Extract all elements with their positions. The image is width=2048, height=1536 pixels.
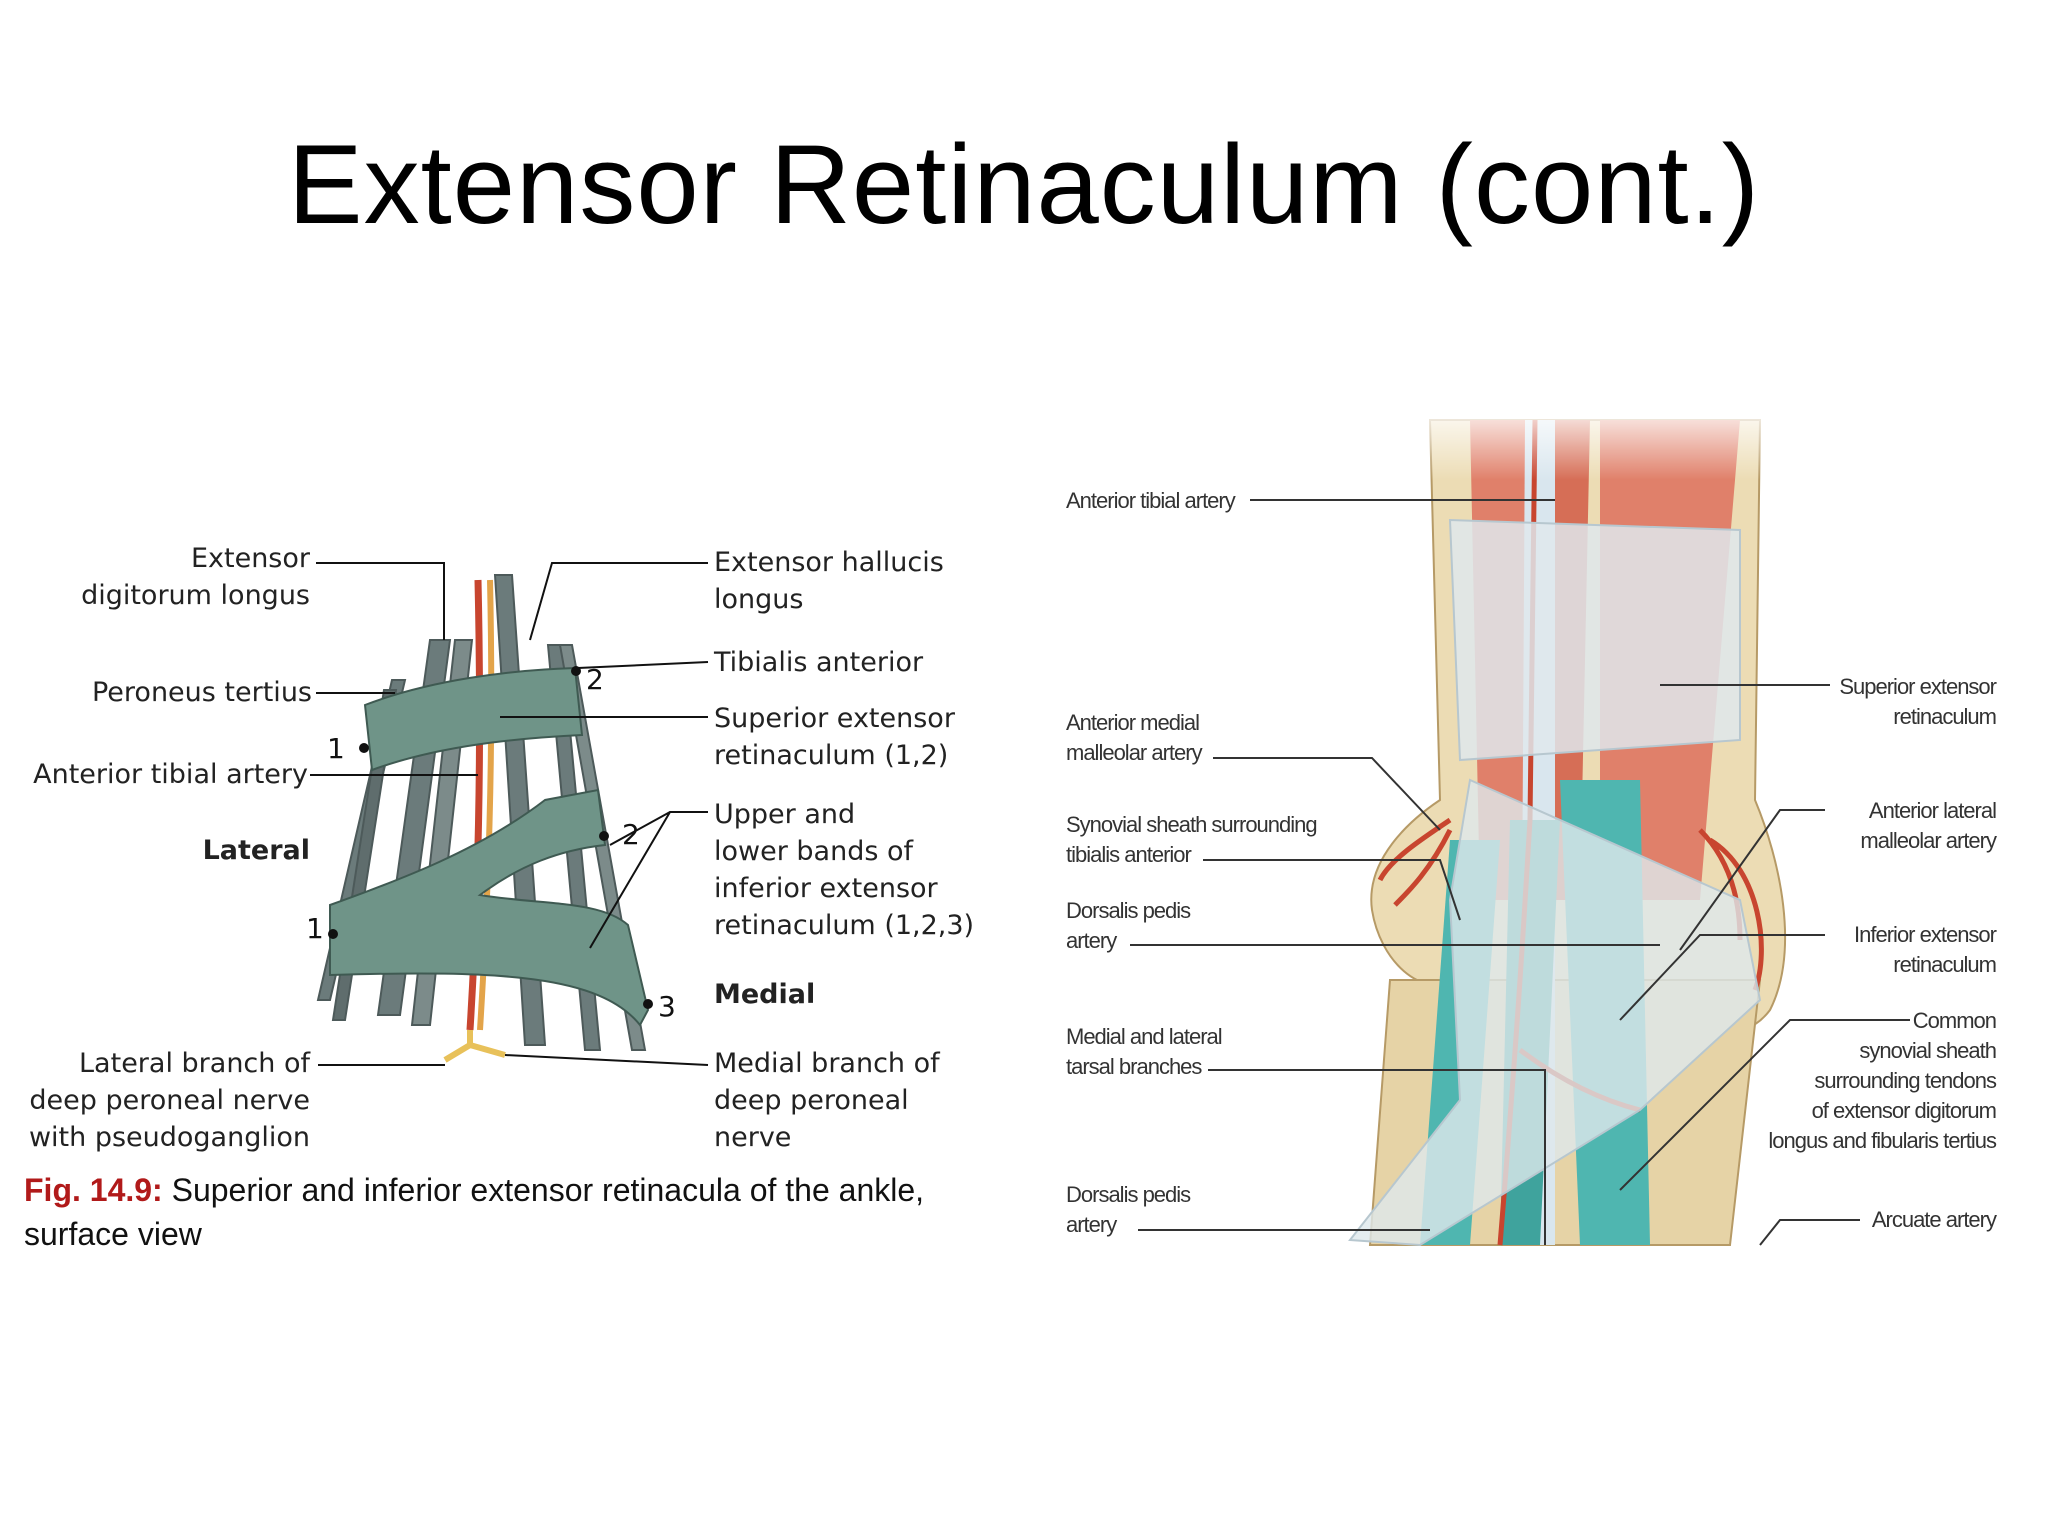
- label-anterior-tibial-artery: Anterior tibial artery: [33, 759, 308, 790]
- label-superior-extensor-retinaculum: Superior extensor retinaculum (1,2): [714, 703, 955, 771]
- label-extensor-hallucis-longus: Extensor hallucis longus: [714, 547, 944, 615]
- label-peroneus-tertius: Peroneus tertius: [91, 677, 312, 708]
- label-lateral: Lateral: [202, 835, 310, 866]
- caption-line-2: surface view: [24, 1216, 202, 1252]
- r-label-common-synovial-sheath: Common synovial sheath surrounding tendo…: [1768, 1008, 1997, 1153]
- label-tibialis-anterior: Tibialis anterior: [714, 647, 924, 678]
- leader-lines: [310, 562, 709, 1066]
- label-extensor-digitorum-longus: Extensor digitorum longus: [81, 543, 310, 611]
- r-label-dorsalis-pedis-2: Dorsalis pedis artery: [1066, 1182, 1191, 1237]
- right-leader-lines: [1130, 499, 1910, 1246]
- r-label-anterior-lateral-malleolar: Anterior lateral malleolar artery: [1860, 798, 1997, 853]
- r-label-dorsalis-pedis-1: Dorsalis pedis artery: [1066, 898, 1191, 953]
- r-label-anterior-tibial-artery: Anterior tibial artery: [1066, 488, 1236, 513]
- r-label-superior-extensor-retinaculum: Superior extensor retinaculum: [1839, 674, 1997, 729]
- number-inf-2: 2: [622, 818, 640, 851]
- label-lateral-branch: Lateral branch of deep peroneal nerve wi…: [28, 1048, 310, 1153]
- caption-line-1: Superior and inferior extensor retinacul…: [171, 1172, 925, 1208]
- label-medial: Medial: [714, 979, 816, 1010]
- figure-caption: Fig. 14.9: Superior and inferior extenso…: [24, 1168, 1004, 1256]
- r-label-inferior-extensor-retinaculum: Inferior extensor retinaculum: [1854, 922, 1997, 977]
- label-medial-branch: Medial branch of deep peroneal nerve: [714, 1048, 940, 1153]
- slide-title: Extensor Retinaculum (cont.): [287, 122, 1761, 247]
- number-sup-2: 2: [586, 663, 604, 696]
- number-sup-1: 1: [327, 732, 345, 765]
- nerve: [443, 1030, 506, 1063]
- r-label-arcuate-artery: Arcuate artery: [1871, 1207, 1997, 1232]
- number-inf-1: 1: [306, 912, 324, 945]
- artery-side: [477, 579, 495, 1031]
- figure-number: Fig. 14.9:: [24, 1172, 163, 1208]
- artery: [466, 579, 484, 1031]
- inferior-retinaculum-shape: [329, 788, 650, 1027]
- label-upper-lower-bands: Upper and lower bands of inferior extens…: [714, 799, 975, 941]
- r-label-anterior-medial-malleolar: Anterior medial malleolar artery: [1066, 710, 1203, 765]
- marker-dots: [328, 666, 653, 1009]
- superior-retinaculum-shape: [363, 666, 584, 772]
- r-label-synovial-sheath-tibialis: Synovial sheath surrounding tibialis ant…: [1066, 812, 1318, 867]
- superior-retinaculum-band: [1448, 518, 1741, 762]
- r-label-tarsal-branches: Medial and lateral tarsal branches: [1066, 1024, 1223, 1079]
- number-inf-3: 3: [658, 990, 676, 1023]
